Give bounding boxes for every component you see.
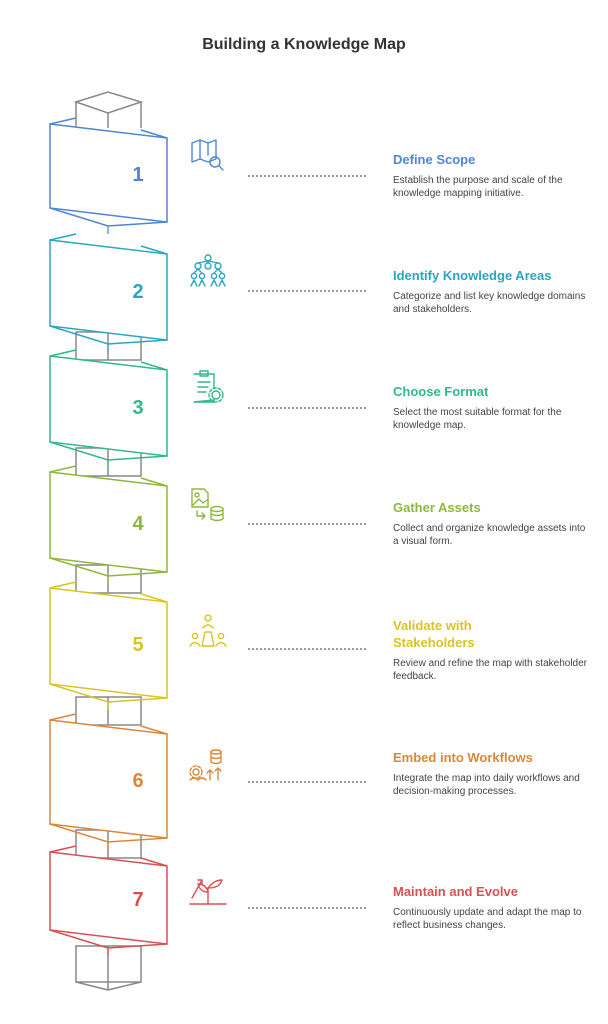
step-number-4: 4 xyxy=(132,513,144,535)
step-description: Integrate the map into daily workflows a… xyxy=(393,773,580,797)
step-description: Collect and organize knowledge assets in… xyxy=(393,523,586,547)
stakeholders-icon xyxy=(189,614,227,647)
step-description: Establish the purpose and scale of the k… xyxy=(393,175,563,199)
step-description: Categorize and list key knowledge domain… xyxy=(393,291,586,315)
step-block-4: 4 xyxy=(49,465,168,584)
step-block-3: 3 xyxy=(49,349,168,468)
step-number-7: 7 xyxy=(132,889,143,911)
pillar-top-cap xyxy=(73,91,144,128)
step-title: Maintain and Evolve xyxy=(393,884,518,899)
connector-line-1 xyxy=(248,175,366,177)
step-block-1: 1 xyxy=(49,117,168,234)
step-title: Embed into Workflows xyxy=(393,750,533,765)
step-number-6: 6 xyxy=(132,770,143,792)
step-block-6: 6 xyxy=(49,713,168,850)
step-title: Validate with Stakeholders xyxy=(393,618,475,650)
step-title: Define Scope xyxy=(393,152,476,167)
growth-plant-icon xyxy=(189,879,227,905)
diagram-title: Building a Knowledge Map xyxy=(202,36,406,53)
step-number-2: 2 xyxy=(132,281,143,303)
step-title: Identify Knowledge Areas xyxy=(393,268,552,283)
step-block-5: 5 xyxy=(49,581,168,710)
workflow-database-icon xyxy=(189,749,222,781)
connector-line-2 xyxy=(248,290,366,292)
image-database-icon xyxy=(191,488,224,522)
step-number-1: 1 xyxy=(132,164,143,186)
connector-line-6 xyxy=(248,781,366,783)
step-title: Gather Assets xyxy=(393,500,481,515)
network-people-icon xyxy=(190,254,226,287)
step-block-7: 7 xyxy=(49,845,168,956)
connector-line-7 xyxy=(248,907,366,909)
step-title: Choose Format xyxy=(393,384,489,399)
map-search-icon xyxy=(191,139,224,171)
step-block-2: 2 xyxy=(49,233,168,352)
document-settings-icon xyxy=(193,370,224,403)
step-description: Select the most suitable format for the … xyxy=(393,407,562,431)
step-description: Review and refine the map with stakehold… xyxy=(393,658,587,682)
step-description: Continuously update and adapt the map to… xyxy=(393,907,582,931)
step-number-3: 3 xyxy=(132,397,143,419)
step-number-5: 5 xyxy=(132,634,143,656)
connector-line-5 xyxy=(248,648,366,650)
connector-line-3 xyxy=(248,407,366,409)
connector-line-4 xyxy=(248,523,366,525)
